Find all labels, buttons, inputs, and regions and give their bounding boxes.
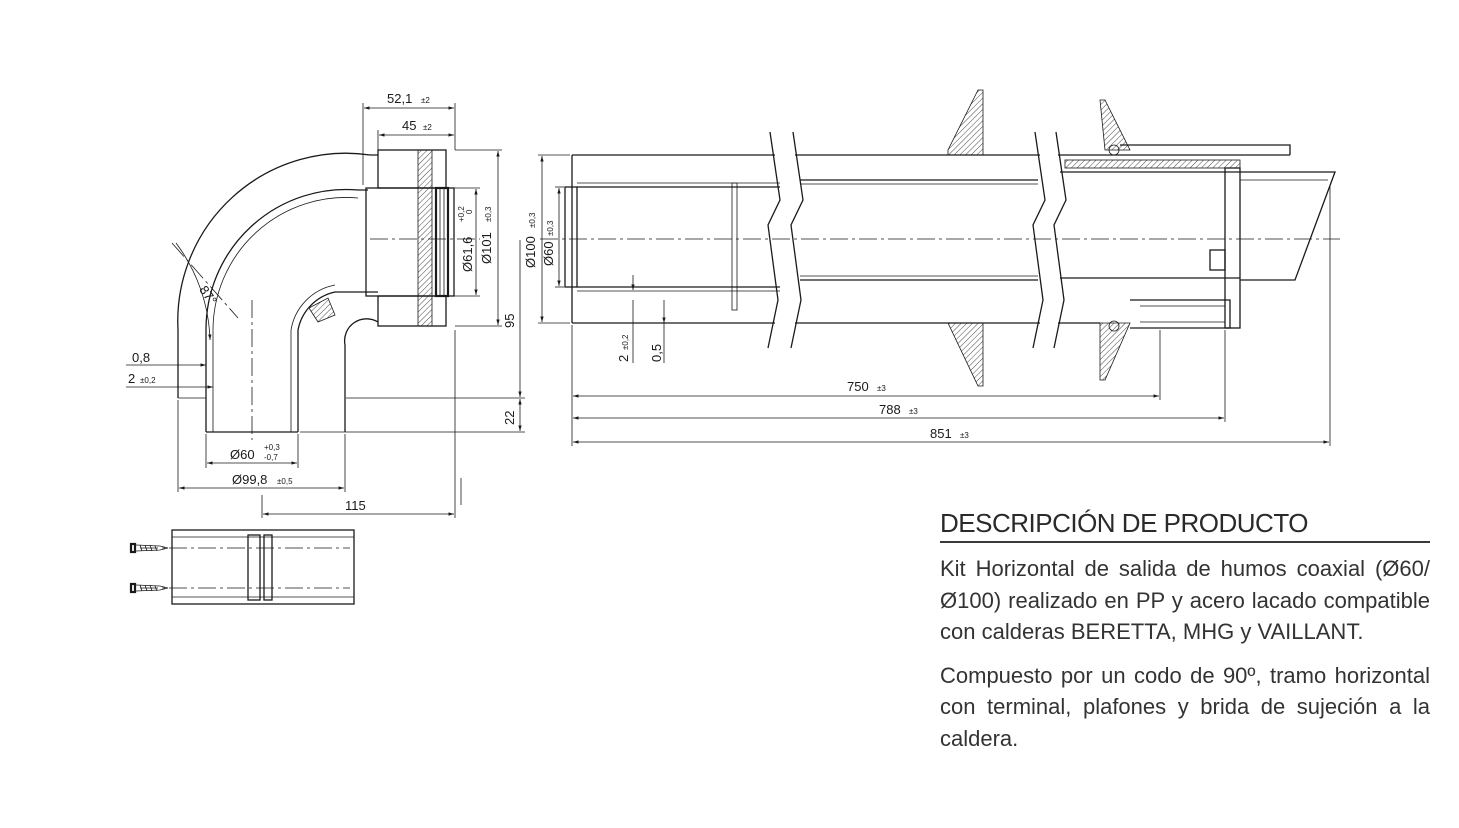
screw-icon <box>129 542 169 554</box>
elbow-view: 87° 52,1 ±2 45 ±2 Ø61,6 +0,2 0 Ø101 ±0,3… <box>126 91 525 518</box>
clamp-view <box>129 529 355 605</box>
description-title: DESCRIPCIÓN DE PRODUCTO <box>940 508 1430 543</box>
dim-100: Ø100 <box>523 236 538 268</box>
screw-icon <box>129 582 169 594</box>
dim-851: 851 <box>930 426 952 441</box>
description-paragraph-2: Compuesto por un codo de 90º, tramo ho­r… <box>940 662 1430 751</box>
tol-61-6-dn: 0 <box>465 209 474 214</box>
dim-52-1: 52,1 <box>387 91 412 106</box>
tol-52-1: ±2 <box>421 96 430 105</box>
dim-2-vertical: 2 <box>616 355 631 362</box>
tol-2-left: ±0,2 <box>140 376 156 385</box>
tol-2-vertical: ±0,2 <box>621 334 630 350</box>
dim-101: Ø101 <box>479 232 494 264</box>
tol-60-up: +0,3 <box>264 443 280 452</box>
dim-99-8: Ø99,8 <box>232 472 267 487</box>
dim-0-5: 0,5 <box>649 344 664 362</box>
dim-2-left: 2 <box>128 371 135 386</box>
dim-60-bottom: Ø60 <box>230 447 255 462</box>
dim-115: 115 <box>345 498 366 513</box>
tol-851: ±3 <box>960 431 969 440</box>
tol-99-8: ±0,5 <box>277 477 293 486</box>
tol-45: ±2 <box>423 123 432 132</box>
dim-60-vertical: Ø60 <box>541 241 556 266</box>
dim-45: 45 <box>402 118 416 133</box>
tol-788: ±3 <box>909 407 918 416</box>
description-paragraph-1: Kit Horizontal de salida de humos coaxia… <box>940 556 1430 644</box>
horizontal-pipe-view: Ø100 ±0,3 Ø60 ±0,3 2 ±0,2 0,5 750 ±3 788… <box>523 89 1340 446</box>
dim-750: 750 <box>847 379 869 394</box>
tol-100: ±0,3 <box>528 212 537 228</box>
dim-95: 95 <box>502 314 517 328</box>
tol-60-vertical: ±0,3 <box>546 220 555 236</box>
dim-61-6: Ø61,6 <box>460 237 475 272</box>
tol-60-dn: -0,7 <box>264 453 278 462</box>
dim-0-8: 0,8 <box>132 350 150 365</box>
tol-750: ±3 <box>877 384 886 393</box>
dim-788: 788 <box>879 402 901 417</box>
dim-22: 22 <box>502 411 517 425</box>
product-description: DESCRIPCIÓN DE PRODUCTO Kit Horizontal d… <box>940 508 1430 766</box>
tol-61-6-up: +0,2 <box>457 206 466 222</box>
tol-101: ±0,3 <box>484 206 493 222</box>
